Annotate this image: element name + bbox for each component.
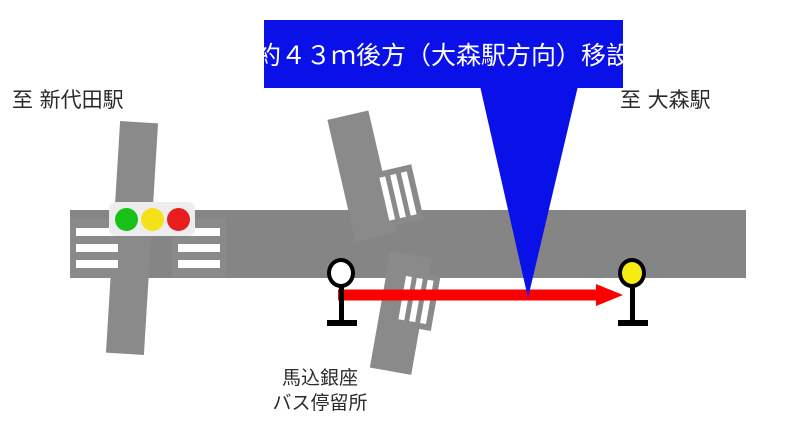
traffic-light-yellow-lamp <box>140 207 164 231</box>
relocation-arrow-icon <box>338 284 623 306</box>
crosswalk-stripe <box>178 244 220 252</box>
crosswalk-right <box>172 218 226 278</box>
bus-stop-base <box>618 320 648 326</box>
bus-stop-sign-icon <box>618 258 646 288</box>
crosswalk-stripe <box>178 228 220 236</box>
traffic-light-green-lamp <box>114 207 138 231</box>
traffic-light-red-lamp <box>166 207 190 231</box>
relocation-callout: 約４３ｍ後方（大森駅方向）移設 <box>256 20 631 88</box>
callout-pointer-icon <box>480 86 578 298</box>
crosswalk-stripe <box>76 228 118 236</box>
bus-stop-name-line1: 馬込銀座 <box>281 367 358 389</box>
bus-stop-base <box>327 320 357 326</box>
bus-stop-pole <box>339 287 344 323</box>
existing-bus-stop-marker <box>319 258 365 330</box>
crosswalk-stripe <box>178 260 220 268</box>
right-station-direction-label: 至 大森駅 <box>620 88 711 112</box>
crosswalk-stripe <box>76 260 118 268</box>
relocated-bus-stop-marker <box>610 258 656 330</box>
bus-stop-name-caption: 馬込銀座 バス停留所 <box>240 366 400 416</box>
left-station-direction-label: 至 新代田駅 <box>12 88 124 112</box>
traffic-signal-icon <box>109 202 195 236</box>
bus-stop-sign-icon <box>327 258 355 288</box>
crosswalk-stripe <box>76 244 118 252</box>
callout-label: 約４３ｍ後方（大森駅方向）移設 <box>256 41 632 70</box>
bus-stop-pole <box>630 287 635 323</box>
bus-stop-name-line2: バス停留所 <box>272 392 368 414</box>
